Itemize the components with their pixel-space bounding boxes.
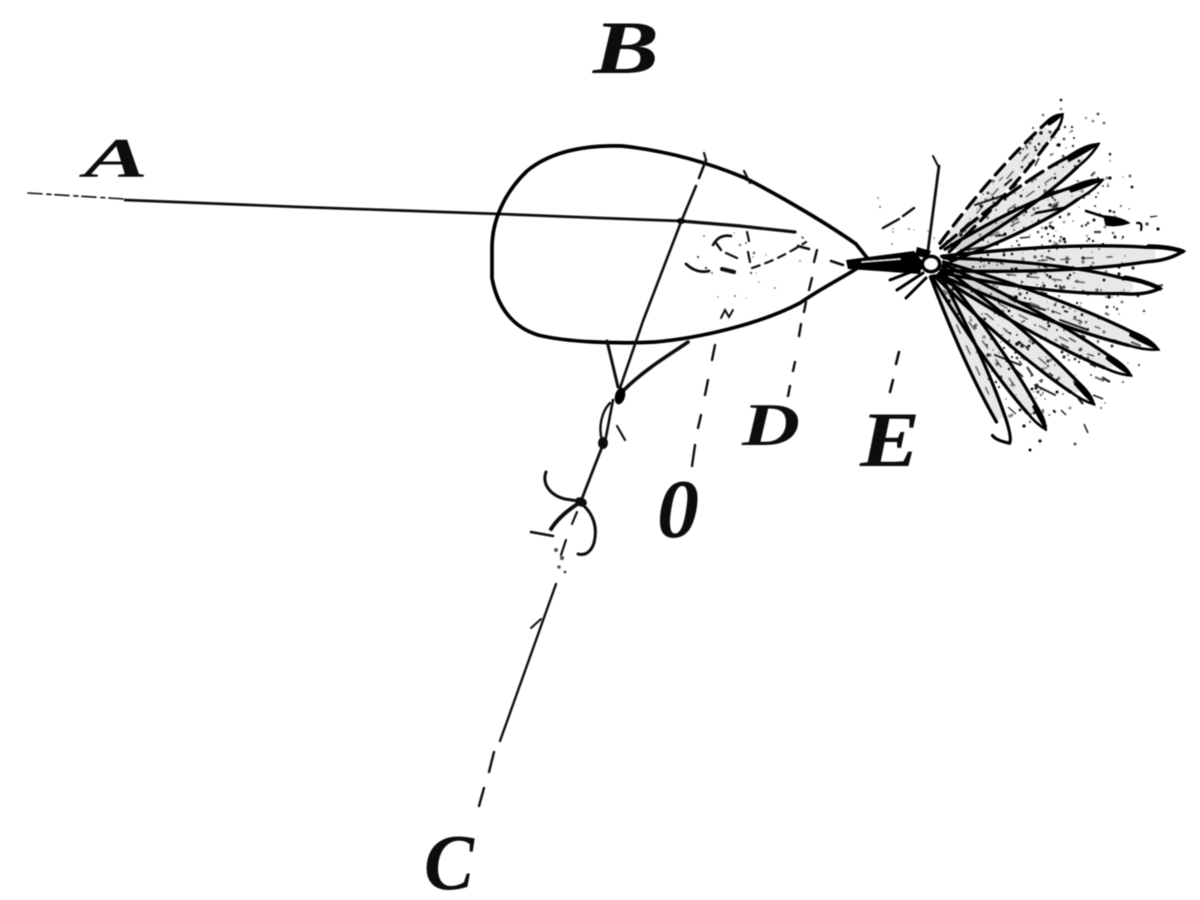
svg-text:E: E — [859, 396, 920, 483]
svg-text:A: A — [79, 128, 148, 190]
svg-text:0: 0 — [657, 463, 699, 556]
svg-text:C: C — [424, 820, 475, 900]
svg-text:B: B — [592, 7, 659, 90]
svg-text:D: D — [741, 392, 800, 458]
